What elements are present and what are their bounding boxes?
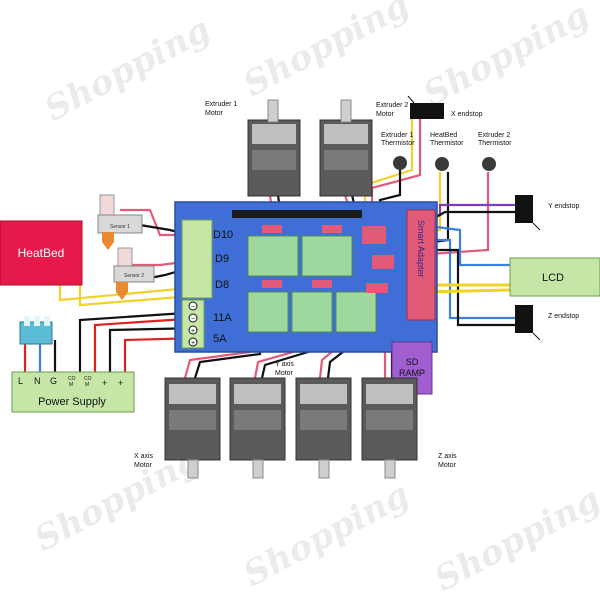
terminal-l: L bbox=[18, 376, 23, 386]
extruder2-thermistor: Extruder 2 Thermistor bbox=[478, 132, 512, 171]
lcd-panel: LCD bbox=[509, 257, 600, 297]
ramps-board: D10 D9 D8 − − + + 11A 5A bbox=[174, 201, 438, 353]
terminal-com1-a: CO bbox=[68, 376, 76, 382]
d9-label: D9 bbox=[215, 253, 229, 265]
ramp-label: RAMP bbox=[399, 368, 425, 378]
amp-11a-label: 11A bbox=[213, 312, 232, 324]
z-axis-motor: Z axis Motor bbox=[361, 377, 457, 479]
heatbed-thermistor: HeatBed Thermistor bbox=[430, 132, 464, 171]
watermark-text: Shopping bbox=[237, 0, 416, 105]
x-motor-label-2: Motor bbox=[134, 462, 153, 469]
smart-adapter-label: Smart Adapter bbox=[416, 220, 426, 278]
extruder2-motor: Extruder 2 Motor bbox=[319, 99, 408, 197]
extruder1-motor-label-1: Extruder 1 bbox=[205, 101, 237, 108]
extruder1-motor: Extruder 1 Motor bbox=[205, 99, 301, 197]
y-endstop-label: Y endstop bbox=[548, 203, 580, 210]
sd-label: SD bbox=[406, 357, 419, 367]
y-motor-label-2: Motor bbox=[275, 370, 294, 377]
extruder1-motor-label-2: Motor bbox=[205, 110, 224, 117]
terminal-com2-b: M bbox=[85, 382, 89, 388]
watermark-text: Shopping bbox=[428, 479, 600, 599]
heatbed-therm-label-1: HeatBed bbox=[430, 132, 457, 139]
polarity-minus-1: − bbox=[191, 304, 195, 311]
y-endstop: Y endstop bbox=[515, 195, 580, 231]
power-supply-label: Power Supply bbox=[38, 396, 106, 408]
extruder2-therm-label-2: Thermistor bbox=[478, 140, 512, 147]
x-endstop-label: X endstop bbox=[451, 111, 483, 118]
terminal-g: G bbox=[50, 376, 57, 386]
watermark-text: Shopping bbox=[237, 475, 416, 595]
watermark-text: Shopping bbox=[38, 9, 217, 129]
extruder2-motor-label-1: Extruder 2 bbox=[376, 102, 408, 109]
extruder1-thermistor: Extruder 1 Thermistor bbox=[381, 132, 415, 170]
amp-5a-label: 5A bbox=[213, 333, 227, 345]
d10-label: D10 bbox=[213, 229, 233, 241]
y-axis-motor-2 bbox=[295, 377, 352, 479]
terminal-com1-b: M bbox=[69, 382, 73, 388]
power-supply: L N G CO M CO M + + Power Supply bbox=[11, 371, 135, 413]
sensor-1-label: Sensor 1 bbox=[110, 224, 130, 230]
d8-label: D8 bbox=[215, 279, 229, 291]
x-endstop: X endstop bbox=[407, 95, 483, 119]
z-motor-label-1: Z axis bbox=[438, 453, 457, 460]
sensor-2: Sensor 2 bbox=[113, 247, 155, 300]
sensor-2-label: Sensor 2 bbox=[124, 273, 144, 279]
heatbed: HeatBed bbox=[0, 220, 83, 286]
heatbed-label: HeatBed bbox=[18, 246, 65, 260]
smart-adapter: Smart Adapter bbox=[406, 209, 436, 321]
polarity-plus-1: + bbox=[191, 328, 195, 335]
z-endstop-label: Z endstop bbox=[548, 313, 579, 320]
extruder2-therm-label-1: Extruder 2 bbox=[478, 132, 510, 139]
watermark-text: Shopping bbox=[417, 0, 596, 115]
fan-block bbox=[19, 316, 53, 345]
heatbed-therm-label-2: Thermistor bbox=[430, 140, 464, 147]
y-axis-motor-1 bbox=[229, 377, 286, 479]
x-motor-label-1: X axis bbox=[134, 453, 154, 460]
terminal-plus-2: + bbox=[118, 378, 123, 388]
extruder1-therm-label-2: Thermistor bbox=[381, 140, 415, 147]
x-axis-motor: X axis Motor bbox=[134, 377, 221, 479]
z-motor-label-2: Motor bbox=[438, 462, 457, 469]
power-terminals: L N G CO M CO M + + bbox=[18, 376, 123, 388]
y-motor-label-1: Y axis bbox=[275, 361, 294, 368]
z-endstop: Z endstop bbox=[515, 305, 579, 341]
sensor-1: Sensor 1 bbox=[97, 194, 143, 250]
terminal-com2-a: CO bbox=[84, 376, 92, 382]
terminal-n: N bbox=[34, 376, 41, 386]
terminal-plus-1: + bbox=[102, 378, 107, 388]
extruder2-motor-label-2: Motor bbox=[376, 111, 395, 118]
polarity-plus-2: + bbox=[191, 340, 195, 347]
lcd-label: LCD bbox=[542, 272, 564, 284]
polarity-minus-2: − bbox=[191, 316, 195, 323]
extruder1-therm-label-1: Extruder 1 bbox=[381, 132, 413, 139]
